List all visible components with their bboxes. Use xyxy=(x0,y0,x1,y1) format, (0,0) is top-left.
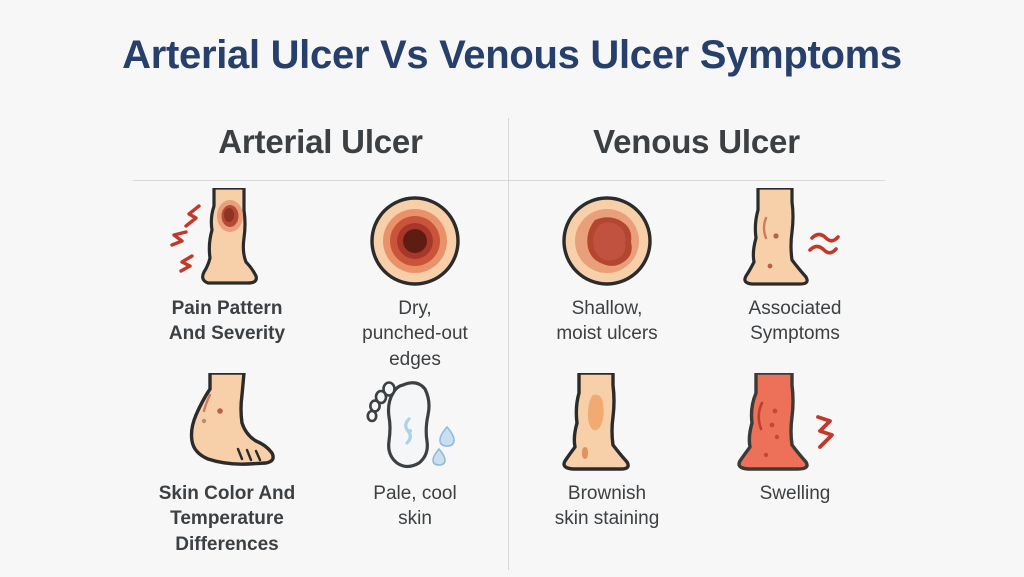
caption-line: moist ulcers xyxy=(556,323,658,345)
symptom-caption: Pale, cool skin xyxy=(321,481,509,532)
caption-line: Shallow, xyxy=(571,298,643,319)
symptom-item-skin-color-and-temperature-differences: Skin Color And Temperature Differences xyxy=(133,373,321,557)
caption-line: edges xyxy=(389,348,441,370)
symptom-item-dry-punched-out-edges: Dry, punched-out edges xyxy=(321,188,509,372)
caption-line: And Severity xyxy=(168,323,286,345)
caption-line: skin xyxy=(398,508,432,530)
symptom-caption: Swelling xyxy=(701,481,889,506)
swollen-red-leg-icon xyxy=(701,373,889,473)
caption-line: Differences xyxy=(175,533,279,555)
foot-side-view-icon xyxy=(133,373,321,473)
shallow-moist-ulcer-icon xyxy=(513,188,701,288)
symptom-item-associated-symptoms: Associated Symptoms xyxy=(701,188,889,347)
caption-line: Temperature xyxy=(170,508,284,530)
pale-foot-sole-with-droplets-icon xyxy=(321,373,509,473)
column-header-arterial: Arterial Ulcer xyxy=(218,123,423,160)
symptom-item-brownish-skin-staining: Brownish skin staining xyxy=(513,373,701,532)
symptom-caption: Shallow, moist ulcers xyxy=(513,296,701,347)
caption-line: Pain Pattern xyxy=(171,298,283,319)
caption-line: Pale, cool xyxy=(373,483,457,504)
leg-with-veins-and-pain-lines-icon xyxy=(701,188,889,288)
caption-line: Swelling xyxy=(759,483,831,504)
symptom-item-shallow-moist-ulcers: Shallow, moist ulcers xyxy=(513,188,701,347)
symptom-grid: Pain Pattern And Severity Dry, punched-o… xyxy=(133,188,885,573)
symptom-caption: Associated Symptoms xyxy=(701,296,889,347)
leg-with-ulcer-and-pain-lines-icon xyxy=(133,188,321,288)
leg-with-brown-staining-icon xyxy=(513,373,701,473)
header-divider-horizontal xyxy=(133,180,885,181)
column-divider-vertical xyxy=(508,118,509,570)
symptom-caption: Pain Pattern And Severity xyxy=(133,296,321,347)
symptom-caption: Brownish skin staining xyxy=(513,481,701,532)
page-title: Arterial Ulcer Vs Venous Ulcer Symptoms xyxy=(122,33,902,77)
symptom-item-pale-cool-skin: Pale, cool skin xyxy=(321,373,509,532)
caption-line: Skin Color And xyxy=(158,483,296,504)
symptom-caption: Skin Color And Temperature Differences xyxy=(133,481,321,557)
caption-line: Brownish xyxy=(567,483,647,504)
caption-line: skin staining xyxy=(554,508,660,530)
punched-out-ulcer-target-icon xyxy=(321,188,509,288)
symptom-caption: Dry, punched-out edges xyxy=(321,296,509,372)
column-header-venous: Venous Ulcer xyxy=(593,123,800,160)
symptom-item-swelling: Swelling xyxy=(701,373,889,506)
caption-line: Symptoms xyxy=(750,323,840,345)
caption-line: Dry, xyxy=(398,298,432,319)
symptom-item-pain-pattern-and-severity: Pain Pattern And Severity xyxy=(133,188,321,347)
caption-line: punched-out xyxy=(362,323,468,345)
caption-line: Associated xyxy=(748,298,842,319)
